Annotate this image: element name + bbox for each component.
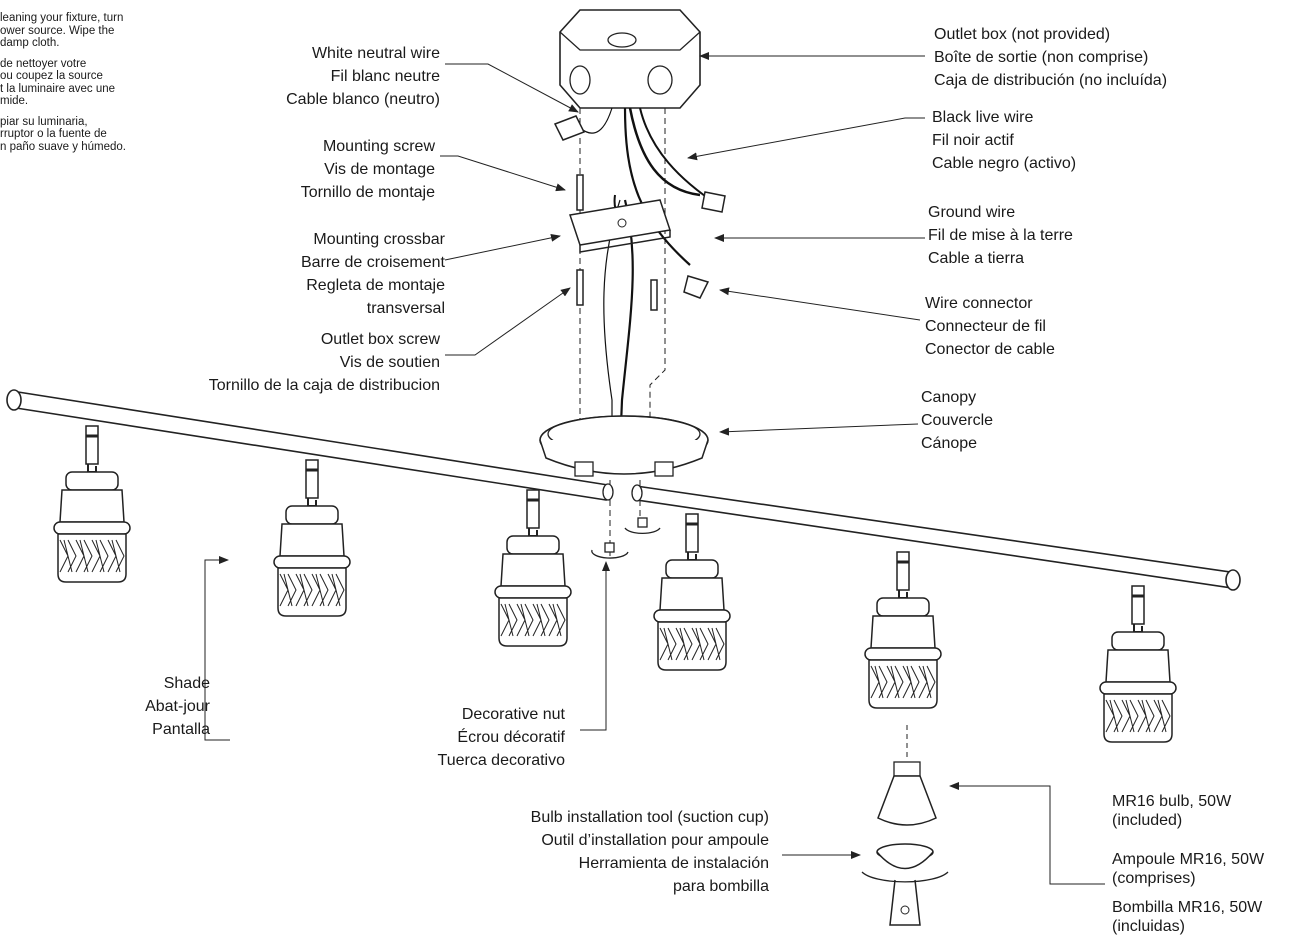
label-mr16-bulb: MR16 bulb, 50W (included) — [1112, 792, 1231, 830]
label-line: Tornillo de la caja de distribucion — [208, 377, 440, 394]
lamp-2 — [272, 458, 352, 618]
label-line: Conector de cable — [925, 341, 1055, 358]
label-line: Herramienta de instalación — [578, 855, 769, 872]
label-mounting-crossbar: Mounting crossbar Barre de croisement Re… — [301, 228, 445, 320]
label-decorative-nut: Decorative nut Écrou décoratif Tuerca de… — [438, 703, 565, 772]
label-outlet-box: Outlet box (not provided) Boîte de sorti… — [934, 23, 1167, 92]
crossbar-graphic — [569, 199, 671, 253]
label-line: Cable blanco (neutro) — [286, 91, 440, 108]
label-line: Barre de croisement — [300, 254, 445, 271]
lamp-1 — [52, 424, 132, 584]
label-wire-connector: Wire connector Connecteur de fil Conecto… — [925, 292, 1055, 361]
left-bar-graphic — [6, 389, 614, 501]
cleaning-note-es: piar su luminaria, rruptor o la fuente d… — [0, 116, 175, 154]
label-line: Ampoule MR16, 50W — [1112, 851, 1265, 868]
label-line: para bombilla — [672, 878, 769, 895]
note-line: damp cloth. — [0, 37, 60, 49]
lamp-4 — [652, 512, 732, 672]
label-line: Wire connector — [925, 295, 1033, 312]
label-line: (included) — [1112, 812, 1183, 829]
label-mounting-screw: Mounting screw Vis de montage Tornillo d… — [301, 135, 435, 204]
label-line: Vis de soutien — [339, 354, 440, 371]
label-line: Caja de distribución (no incluída) — [934, 72, 1168, 89]
label-line: Couvercle — [921, 412, 994, 429]
screws — [576, 174, 658, 311]
note-line: ou coupez la source — [0, 70, 103, 82]
label-line: Connecteur de fil — [925, 318, 1046, 335]
bulb-graphic — [877, 725, 937, 826]
lamp-5 — [863, 550, 943, 710]
label-line: Mounting crossbar — [313, 231, 445, 248]
label-line: (incluidas) — [1112, 918, 1185, 935]
label-ampoule-mr16: Ampoule MR16, 50W (comprises) — [1112, 850, 1264, 888]
label-canopy: Canopy Couvercle Cánope — [921, 386, 993, 455]
note-line: ower source. Wipe the — [0, 24, 115, 37]
decorative-nut-graphic — [591, 517, 661, 559]
label-line: Outlet box screw — [320, 331, 440, 348]
label-line: Bulb installation tool (suction cup) — [530, 809, 769, 826]
label-bombilla-mr16: Bombilla MR16, 50W (incluidas) — [1112, 898, 1262, 936]
label-line: Abat-jour — [145, 698, 210, 715]
canopy-graphic — [539, 415, 709, 477]
label-line: transversal — [366, 300, 445, 317]
label-line: White neutral wire — [311, 45, 440, 62]
lamp-3 — [493, 488, 573, 648]
label-line: Canopy — [921, 389, 977, 406]
label-line: (comprises) — [1112, 870, 1196, 887]
wire-connectors — [553, 115, 726, 299]
lamp-6 — [1098, 584, 1178, 744]
label-line: MR16 bulb, 50W — [1112, 793, 1232, 810]
cleaning-note-fr: de nettoyer votre ou coupez la source t … — [0, 58, 175, 108]
label-line: Boîte de sortie (non comprise) — [934, 49, 1149, 66]
label-line: Tuerca decorativo — [437, 752, 565, 769]
note-line: de nettoyer votre — [0, 57, 87, 70]
label-black-live-wire: Black live wire Fil noir actif Cable neg… — [932, 106, 1076, 175]
note-line: n paño suave y húmedo. — [0, 140, 126, 153]
cleaning-note-en: leaning your fixture, turn ower source. … — [0, 12, 175, 50]
label-line: Cable a tierra — [928, 250, 1025, 267]
label-line: Vis de montage — [324, 161, 435, 178]
cleaning-note: leaning your fixture, turn ower source. … — [0, 12, 175, 161]
label-line: Fil blanc neutre — [330, 68, 440, 85]
label-shade: Shade Abat-jour Pantalla — [145, 672, 210, 741]
bulb-tool-graphic — [861, 843, 949, 926]
label-line: Fil noir actif — [932, 132, 1014, 149]
label-line: Cánope — [921, 435, 978, 452]
note-line: piar su luminaria, — [0, 115, 88, 128]
label-line: Cable negro (activo) — [932, 155, 1077, 172]
label-line: Black live wire — [932, 109, 1034, 126]
note-line: rruptor o la fuente de — [0, 128, 107, 140]
label-line: Bombilla MR16, 50W — [1112, 899, 1263, 916]
label-line: Decorative nut — [461, 706, 565, 723]
label-line: Ground wire — [928, 204, 1016, 221]
right-bar-graphic — [631, 484, 1241, 591]
label-line: Regleta de montaje — [306, 277, 445, 294]
label-white-neutral-wire: White neutral wire Fil blanc neutre Cabl… — [286, 42, 440, 111]
label-bulb-tool: Bulb installation tool (suction cup) Out… — [531, 806, 769, 898]
label-line: Pantalla — [152, 721, 210, 738]
label-line: Outil d’installation pour ampoule — [541, 832, 769, 849]
leader-lines — [204, 52, 1105, 885]
label-line: Tornillo de montaje — [300, 184, 435, 201]
note-line: t la luminaire avec une — [0, 82, 116, 95]
label-outlet-box-screw: Outlet box screw Vis de soutien Tornillo… — [209, 328, 440, 397]
note-line: leaning your fixture, turn — [0, 12, 124, 24]
label-line: Mounting screw — [322, 138, 435, 155]
label-ground-wire: Ground wire Fil de mise à la terre Cable… — [928, 201, 1073, 270]
outlet-box-graphic — [559, 9, 701, 109]
note-line: mide. — [0, 95, 29, 107]
label-line: Écrou décoratif — [457, 729, 565, 746]
label-line: Outlet box (not provided) — [934, 26, 1111, 43]
label-line: Shade — [163, 675, 210, 692]
label-line: Fil de mise à la terre — [928, 227, 1073, 244]
